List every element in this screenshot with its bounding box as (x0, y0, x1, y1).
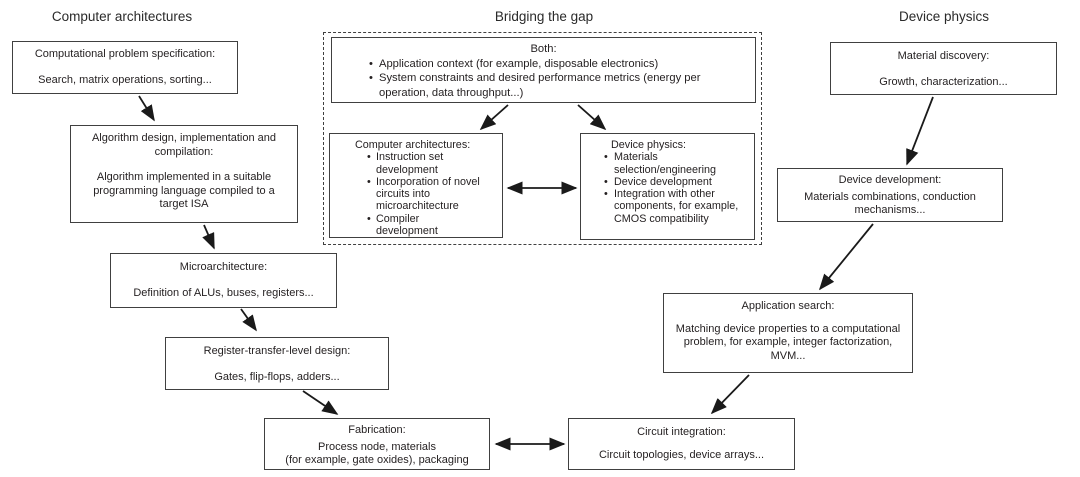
bullet-item: • Compiler development (367, 212, 438, 238)
bridging-the-gap-dashed-container (323, 32, 762, 245)
box-microarchitecture: Microarchitecture: Definition of ALUs, b… (110, 253, 337, 308)
box-body: Gates, flip-flops, adders... (214, 370, 340, 383)
box-computer-architectures-mid: Computer architectures: • Instruction se… (329, 133, 503, 238)
heading-computer-architectures: Computer architectures (51, 9, 193, 24)
box-title: Microarchitecture: (179, 261, 268, 273)
arrow-material-to-device-development (906, 96, 934, 166)
box-fabrication: Fabrication: Process node, materials (fo… (264, 418, 490, 470)
arrow-application-search-to-circuit (710, 374, 750, 415)
bullet-item: • Device development (604, 175, 712, 188)
box-body-line: Process node, materials (318, 440, 436, 453)
bullet-dot: • (369, 72, 373, 84)
box-title: Algorithm design, implementation and com… (91, 132, 277, 158)
box-material-discovery: Material discovery: Growth, characteriza… (830, 42, 1057, 95)
bullet-item: • System constraints and desired perform… (369, 72, 701, 99)
box-body: Definition of ALUs, buses, registers... (133, 286, 314, 299)
arrow-algorithm-to-microarchitecture (202, 224, 215, 250)
bullet-item: • Application context (for example, disp… (369, 57, 659, 70)
bullet-dot: • (369, 57, 373, 70)
heading-device-physics: Device physics (898, 9, 990, 24)
box-title: Device development: (838, 174, 942, 186)
box-application-search: Application search: Matching device prop… (663, 293, 913, 373)
box-body: Growth, characterization... (879, 75, 1008, 88)
box-title: Computer architectures: (355, 139, 471, 151)
box-register-transfer-level: Register-transfer-level design: Gates, f… (165, 337, 389, 390)
box-title: Computational problem specification: (34, 48, 216, 60)
box-title: Both: (530, 43, 557, 55)
box-title: Register-transfer-level design: (203, 345, 351, 357)
box-title: Device physics: (611, 139, 687, 151)
box-body: Materials combinations, conduction mecha… (804, 190, 976, 217)
box-title: Material discovery: (897, 50, 990, 62)
box-circuit-integration: Circuit integration: Circuit topologies,… (568, 418, 795, 470)
bullet-dot: • (604, 151, 608, 164)
box-body: Search, matrix operations, sorting... (38, 73, 212, 86)
bullet-item: • Instruction set development (367, 151, 444, 176)
box-title: Application search: (741, 300, 835, 312)
bullet-item: • Incorporation of novel circuits into m… (367, 175, 480, 213)
bullet-dot: • (604, 175, 608, 188)
box-body: Circuit topologies, device arrays... (598, 448, 765, 461)
box-body: Algorithm implemented in a suitable prog… (93, 171, 275, 210)
box-computational-problem: Computational problem specification: Sea… (12, 41, 238, 94)
arrow-device-development-to-application-search (818, 223, 874, 291)
box-both: Both: • Application context (for example… (331, 37, 756, 103)
box-title: Circuit integration: (637, 426, 726, 438)
bullet-dot: • (367, 175, 371, 188)
box-device-development: Device development: Materials combinatio… (777, 168, 1003, 222)
box-body: Matching device properties to a computat… (675, 322, 901, 362)
box-title: Fabrication: (348, 424, 406, 436)
bullet-item: • Materials selection/engineering (604, 151, 717, 176)
bullet-item: • Integration with other components, for… (604, 188, 739, 225)
bullet-dot: • (367, 151, 371, 164)
bullet-dot: • (367, 212, 371, 225)
arrow-microarchitecture-to-rtl (240, 308, 257, 332)
heading-bridging-the-gap: Bridging the gap (494, 9, 594, 24)
arrow-problem-to-algorithm (138, 95, 155, 122)
bullet-dot: • (604, 188, 608, 201)
arrow-rtl-to-fabrication (302, 390, 339, 415)
box-body-line: (for example, gate oxides), packaging (285, 454, 469, 466)
box-device-physics-mid: Device physics: • Materials selection/en… (580, 133, 755, 240)
box-algorithm-design: Algorithm design, implementation and com… (70, 125, 298, 223)
